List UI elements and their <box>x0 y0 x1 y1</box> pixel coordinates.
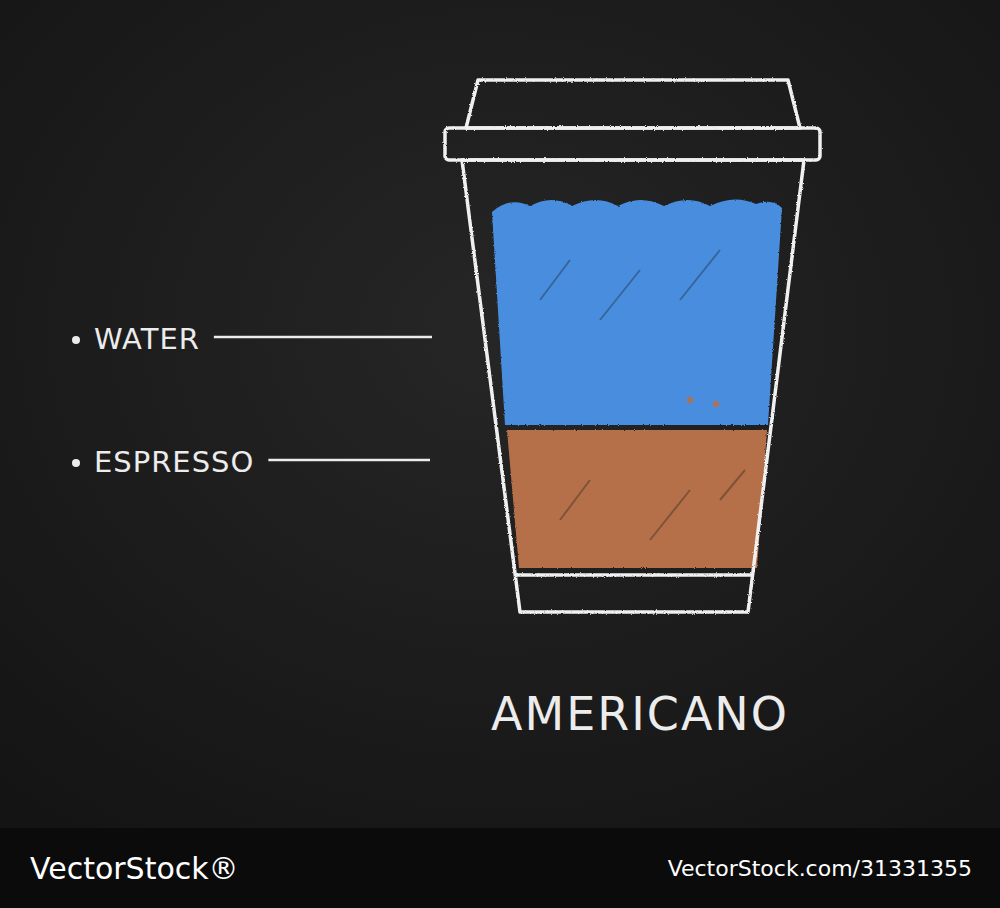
layer-label: WATER <box>94 322 200 356</box>
leader-line <box>268 459 430 462</box>
watermark: VectorStock® <box>30 851 239 886</box>
chalk-hatching <box>540 250 745 540</box>
layer-label: ESPRESSO <box>94 445 254 479</box>
layer-label-holder: WATER <box>94 322 200 356</box>
chalk-dot <box>713 401 719 407</box>
watermark-holder: VectorStock® <box>30 851 239 886</box>
layer-label-holder: ESPRESSO <box>94 445 254 479</box>
cup-outline <box>445 80 820 612</box>
diagram-title: AMERICANO <box>491 687 789 741</box>
diagram-title-holder: AMERICANO <box>491 687 789 741</box>
water-layer <box>492 199 782 425</box>
bullet-dot <box>72 336 80 344</box>
chalkboard <box>0 0 1000 828</box>
watermark-holder: VectorStock.com/31331355 <box>668 856 972 881</box>
espresso-layer <box>507 430 767 568</box>
leader-line <box>214 336 432 339</box>
bullet-dot <box>72 459 80 467</box>
chalk-dot <box>687 397 693 403</box>
footer-bar <box>0 828 1000 908</box>
watermark: VectorStock.com/31331355 <box>668 856 972 881</box>
